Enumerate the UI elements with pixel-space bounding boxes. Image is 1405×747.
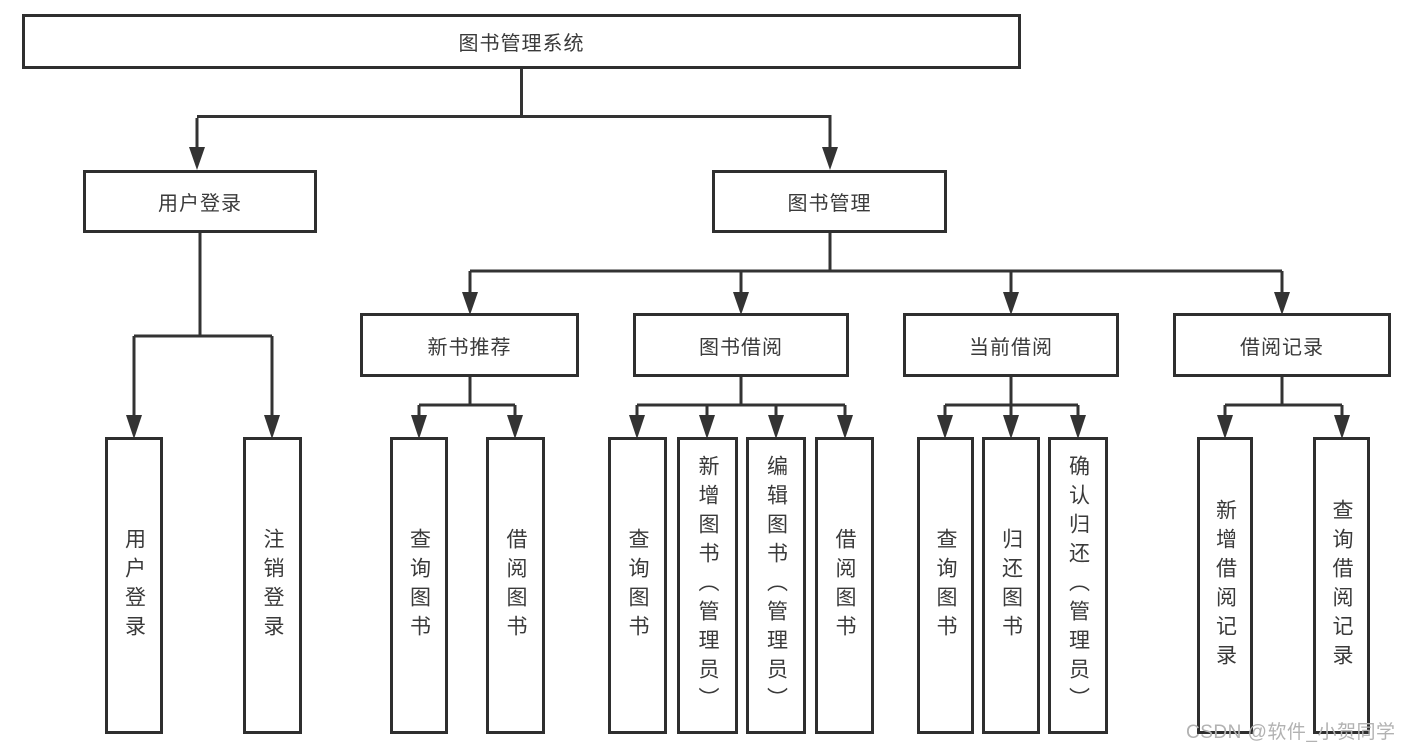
- leaf-query-borrow-record: 查询借阅记录: [1313, 437, 1370, 734]
- node-library-management-system: 图书管理系统: [22, 14, 1021, 69]
- leaf-borrow-books: 借阅图书: [815, 437, 874, 734]
- node-user-login: 用户登录: [83, 170, 317, 233]
- node-book-borrow: 图书借阅: [633, 313, 849, 377]
- node-book-management: 图书管理: [712, 170, 947, 233]
- leaf-logout: 注销登录: [243, 437, 302, 734]
- node-borrow-records: 借阅记录: [1173, 313, 1391, 377]
- node-current-borrow: 当前借阅: [903, 313, 1119, 377]
- leaf-user-login: 用户登录: [105, 437, 163, 734]
- leaf-add-borrow-record: 新增借阅记录: [1197, 437, 1253, 734]
- leaf-edit-books-admin: 编辑图书（管理员）: [746, 437, 806, 734]
- leaf-return-books: 归还图书: [982, 437, 1040, 734]
- leaf-confirm-return-admin: 确认归还（管理员）: [1048, 437, 1108, 734]
- leaf-query-books-recommend: 查询图书: [390, 437, 448, 734]
- csdn-watermark: CSDN @软件_小贺同学: [1186, 722, 1396, 743]
- leaf-add-books-admin: 新增图书（管理员）: [677, 437, 738, 734]
- leaf-query-books-current: 查询图书: [917, 437, 974, 734]
- node-new-book-recommend: 新书推荐: [360, 313, 579, 377]
- leaf-borrow-books-recommend: 借阅图书: [486, 437, 545, 734]
- leaf-query-books-borrow: 查询图书: [608, 437, 667, 734]
